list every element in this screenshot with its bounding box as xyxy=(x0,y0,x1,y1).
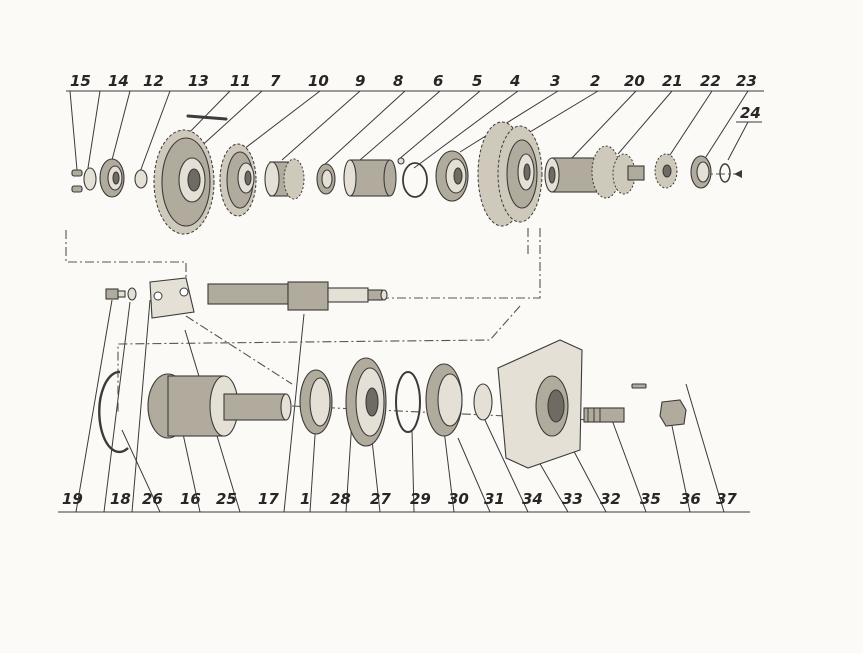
part-27-bearing xyxy=(345,357,387,447)
callout-30: 30 xyxy=(448,490,469,508)
part-2-gear xyxy=(477,121,543,227)
part-37-pin xyxy=(631,383,647,389)
callout-16: 16 xyxy=(180,490,201,508)
callout-31: 31 xyxy=(484,490,505,508)
part-21-gear xyxy=(591,145,645,199)
part-9-gear xyxy=(264,158,305,200)
callout-21: 21 xyxy=(662,72,683,90)
part-29-snap-ring xyxy=(395,371,421,433)
callout-7: 7 xyxy=(270,72,281,90)
top-leader-lines xyxy=(69,90,762,173)
callout-14: 14 xyxy=(108,72,129,90)
callout-26: 26 xyxy=(142,490,163,508)
callout-28: 28 xyxy=(330,490,351,508)
callout-6: 6 xyxy=(433,72,443,90)
part-12-bearing xyxy=(99,158,125,198)
part-8-ring xyxy=(316,163,336,195)
callout-8: 8 xyxy=(393,72,403,90)
top-callouts: 15 14 12 13 11 7 10 9 8 6 5 4 3 2 20 21 … xyxy=(70,72,761,122)
callout-2: 2 xyxy=(590,72,600,90)
part-6-bushing xyxy=(343,159,397,197)
part-17-shaft xyxy=(207,281,388,311)
callout-32: 32 xyxy=(600,490,621,508)
callout-37: 37 xyxy=(716,490,737,508)
callout-29: 29 xyxy=(410,490,431,508)
part-19-bolt xyxy=(105,288,126,300)
part-36-nut xyxy=(659,399,687,427)
callout-15: 15 xyxy=(70,72,91,90)
callout-9: 9 xyxy=(355,72,365,90)
part-14-plate xyxy=(83,167,97,191)
part-23-bearing xyxy=(690,155,712,189)
part-24-circlip xyxy=(719,163,731,183)
callout-1: 1 xyxy=(300,490,310,508)
part-32-stud xyxy=(583,407,625,423)
part-31-washer xyxy=(473,383,493,421)
part-15-screws xyxy=(71,169,83,193)
callout-24: 24 xyxy=(740,104,761,122)
part-25-hub xyxy=(147,373,292,439)
callout-19: 19 xyxy=(62,490,83,508)
callout-12: 12 xyxy=(143,72,164,90)
callout-25: 25 xyxy=(216,490,237,508)
callout-20: 20 xyxy=(624,72,645,90)
part-26-snap-ring xyxy=(98,370,129,454)
part-4-snap-ring xyxy=(402,162,428,198)
part-22-gear xyxy=(654,153,678,189)
callout-5: 5 xyxy=(472,72,482,90)
callout-11: 11 xyxy=(230,72,251,90)
part-24-arrow xyxy=(734,170,742,178)
bottom-callouts: 19 18 26 16 25 17 1 28 27 29 30 31 34 33… xyxy=(62,490,737,508)
callout-34: 34 xyxy=(522,490,543,508)
part-33-housing xyxy=(497,339,583,469)
callout-10: 10 xyxy=(308,72,329,90)
part-10-gear xyxy=(219,143,257,217)
callout-3: 3 xyxy=(550,72,560,90)
callout-36: 36 xyxy=(680,490,701,508)
callout-33: 33 xyxy=(562,490,583,508)
callout-35: 35 xyxy=(640,490,661,508)
part-18-washer xyxy=(127,287,137,301)
callout-27: 27 xyxy=(370,490,391,508)
part-26-gasket xyxy=(149,277,195,319)
part-7-gear xyxy=(153,129,215,235)
callout-22: 22 xyxy=(700,72,721,90)
top-row-parts xyxy=(71,114,742,235)
part-28-ring xyxy=(299,369,333,435)
part-3-bearing xyxy=(435,150,469,202)
callout-23: 23 xyxy=(736,72,757,90)
part-20-sleeve xyxy=(544,157,599,193)
bottom-row-parts xyxy=(98,277,687,469)
callout-13: 13 xyxy=(188,72,209,90)
part-11-key xyxy=(186,114,228,121)
callout-17: 17 xyxy=(258,490,279,508)
callout-18: 18 xyxy=(110,490,131,508)
part-30-seal xyxy=(425,363,463,437)
callout-4: 4 xyxy=(509,72,520,90)
part-5-clip xyxy=(397,157,405,165)
part-13-washer xyxy=(134,169,148,189)
